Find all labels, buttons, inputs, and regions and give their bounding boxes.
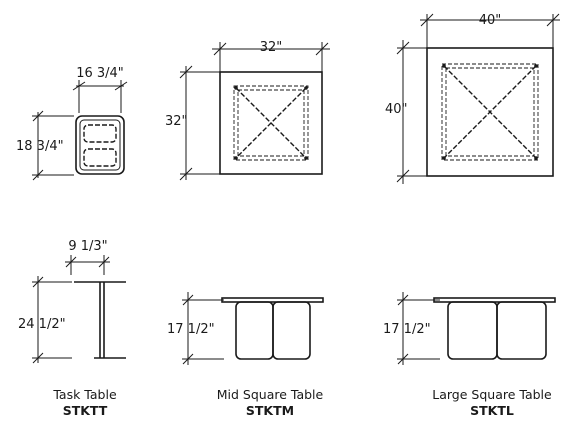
mid-table-plan-drawing (219, 71, 323, 175)
task-elev-depth-label: 9 1/3" (68, 239, 107, 254)
mid-table-name: Mid Square Table (216, 387, 324, 402)
mid-plan-depth-dimension: 32" (165, 65, 220, 181)
mid-table-elevation: 17 1/2" (167, 292, 324, 365)
large-plan-width-dimension: 40" (420, 13, 560, 48)
task-table-plan-drawing (75, 115, 125, 175)
task-plan-depth-label: 18 3/4" (16, 139, 64, 154)
mid-table-elevation-drawing (221, 297, 324, 360)
mid-plan-width-label: 32" (260, 40, 283, 55)
large-table-name: Large Square Table (432, 387, 552, 402)
large-table-elevation-drawing (433, 297, 556, 360)
large-elev-height-dimension: 17 1/2" (383, 292, 440, 365)
task-table-name: Task Table (53, 387, 117, 402)
large-table-caption: Large Square Table STKTL (418, 387, 566, 419)
task-plan-width-dimension: 16 3/4" (72, 66, 128, 113)
large-table-plan-drawing (426, 47, 554, 177)
large-plan-width-label: 40" (479, 13, 502, 28)
task-table-code: STKTT (62, 403, 108, 418)
task-table-elevation-drawing (74, 281, 126, 359)
large-plan-depth-dimension: 40" (385, 40, 427, 184)
task-table-caption: Task Table STKTT (30, 387, 140, 419)
large-elev-height-label: 17 1/2" (383, 322, 431, 337)
task-plan-depth-dimension: 18 3/4" (16, 110, 74, 181)
large-table-plan: 40" 40" (385, 13, 560, 184)
mid-table-code: STKTM (245, 403, 295, 418)
mid-plan-width-dimension: 32" (212, 40, 330, 72)
task-elev-height-dimension: 24 1/2" (18, 276, 72, 364)
task-table-plan: 16 3/4" 18 3/4" (16, 66, 128, 181)
large-table-elevation: 17 1/2" (383, 292, 556, 365)
mid-plan-depth-label: 32" (165, 114, 188, 129)
mid-table-plan: 32" 32" (165, 40, 330, 181)
large-plan-depth-label: 40" (385, 102, 408, 117)
mid-table-caption: Mid Square Table STKTM (195, 387, 345, 419)
mid-elev-height-dimension: 17 1/2" (167, 292, 224, 365)
large-table-code: STKTL (470, 403, 514, 418)
mid-elev-height-label: 17 1/2" (167, 322, 215, 337)
task-plan-width-label: 16 3/4" (76, 66, 124, 81)
task-table-elevation: 9 1/3" 24 1/2" (18, 239, 126, 364)
task-elev-depth-dimension: 9 1/3" (65, 239, 110, 275)
task-elev-height-label: 24 1/2" (18, 317, 66, 332)
